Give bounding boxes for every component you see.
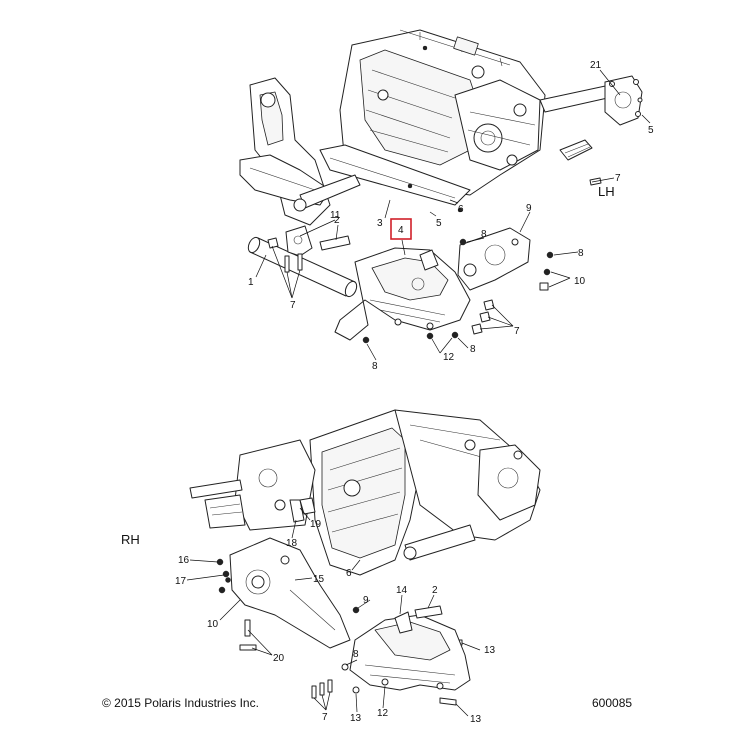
- bolts-7-left: [267, 237, 303, 273]
- engine-block-top: [339, 29, 546, 196]
- callout-13: 13: [470, 714, 482, 725]
- callout-18: 18: [286, 538, 298, 549]
- callout-13: 13: [484, 645, 496, 656]
- engine-block-bottom: [309, 409, 541, 576]
- callout-8: 8: [481, 229, 487, 240]
- side-plate-21: [539, 75, 643, 161]
- engine-mount-14: [349, 611, 471, 691]
- callout-4-highlight: [390, 218, 412, 240]
- callout-8: 8: [470, 344, 476, 355]
- engine-mount-4: [334, 247, 471, 341]
- callout-13: 13: [350, 713, 362, 724]
- callout-2: 2: [432, 585, 438, 596]
- callout-20: 20: [273, 653, 285, 664]
- callout-19: 19: [310, 519, 322, 530]
- callout-4: 4: [398, 225, 404, 236]
- callouts-top: 21 5 7 6 5 3 4 9 8 8 10 7 12 8 8 11 2 1 …: [248, 60, 654, 372]
- figure-id: 600085: [592, 696, 632, 710]
- leader-lines-bottom: [186, 507, 481, 717]
- callout-8: 8: [372, 361, 378, 372]
- hardware-top: [362, 45, 643, 344]
- leader-lines-top: [255, 69, 651, 361]
- callout-10: 10: [574, 276, 586, 287]
- side-label-rh: RH: [121, 532, 140, 547]
- floor-plate-top: [319, 144, 471, 206]
- callout-1: 1: [248, 277, 254, 288]
- side-bracket-bottom: [189, 439, 316, 531]
- side-mount-9: [457, 227, 531, 291]
- copyright-text: © 2015 Polaris Industries Inc.: [102, 696, 259, 710]
- bottom-assembly: 19 18 16 17 15 10 6 9 14 2 8 20 13 7 13 …: [121, 409, 541, 725]
- callout-7: 7: [514, 326, 520, 337]
- callout-14: 14: [396, 585, 408, 596]
- callout-16: 16: [178, 555, 190, 566]
- top-assembly: 21 5 7 6 5 3 4 9 8 8 10 7 12 8 8 11 2 1 …: [239, 29, 654, 372]
- callout-6: 6: [458, 204, 464, 215]
- callout-2: 2: [334, 215, 340, 226]
- callout-5: 5: [648, 125, 654, 136]
- plate-2: [319, 235, 351, 251]
- callout-15: 15: [313, 574, 325, 585]
- left-frame-top: [239, 77, 361, 226]
- callout-9: 9: [363, 595, 369, 606]
- callouts-bottom: 19 18 16 17 15 10 6 9 14 2 8 20 13 7 13 …: [175, 519, 496, 725]
- callout-8: 8: [578, 248, 584, 259]
- plate-2-bottom: [414, 605, 443, 619]
- callout-21: 21: [590, 60, 602, 71]
- bracket-11: [285, 225, 313, 257]
- callout-6: 6: [346, 568, 352, 579]
- callout-12: 12: [443, 352, 455, 363]
- callout-7: 7: [615, 173, 621, 184]
- callout-8: 8: [353, 649, 359, 660]
- callout-5: 5: [436, 218, 442, 229]
- callout-11: 11: [330, 210, 341, 221]
- callout-10: 10: [207, 619, 219, 630]
- callout-3: 3: [377, 218, 383, 229]
- side-label-lh: LH: [598, 184, 615, 199]
- side-mount-10: [229, 537, 351, 649]
- callout-7: 7: [290, 300, 296, 311]
- callout-9: 9: [526, 203, 532, 214]
- callout-7: 7: [322, 712, 328, 723]
- callout-12: 12: [377, 708, 389, 719]
- callout-17: 17: [175, 576, 187, 587]
